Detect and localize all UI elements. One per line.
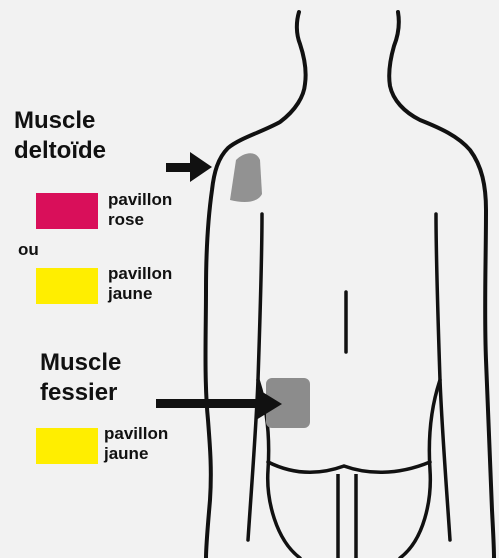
yellow-hub-label-gluteal: pavillon jaune <box>104 424 168 464</box>
yellow-hub-swatch-deltoid <box>36 268 98 304</box>
deltoid-injection-zone <box>230 153 262 202</box>
gluteal-title-line2: fessier <box>40 378 121 408</box>
deltoid-title-line2: deltoïde <box>14 136 106 166</box>
yellow-hub-label-gluteal-line2: jaune <box>104 444 168 464</box>
pink-hub-label-line2: rose <box>108 210 172 230</box>
body-silhouette <box>206 12 306 558</box>
gluteal-title: Muscle fessier <box>40 348 121 408</box>
left-arm-inner-line <box>248 214 262 540</box>
deltoid-title: Muscle deltoïde <box>14 106 106 166</box>
or-separator: ou <box>18 240 39 260</box>
pink-hub-swatch <box>36 193 98 229</box>
gluteal-arrow <box>156 388 282 420</box>
body-silhouette-right <box>389 12 494 558</box>
deltoid-title-line1: Muscle <box>14 106 106 136</box>
yellow-hub-label-deltoid-line1: pavillon <box>108 264 172 284</box>
buttock-line <box>268 462 430 472</box>
deltoid-arrow <box>166 152 212 182</box>
pink-hub-label-line1: pavillon <box>108 190 172 210</box>
right-arm-inner-line <box>436 214 450 540</box>
yellow-hub-swatch-gluteal <box>36 428 98 464</box>
yellow-hub-label-deltoid: pavillon jaune <box>108 264 172 304</box>
gluteal-title-line1: Muscle <box>40 348 121 378</box>
yellow-hub-label-gluteal-line1: pavillon <box>104 424 168 444</box>
pink-hub-label: pavillon rose <box>108 190 172 230</box>
yellow-hub-label-deltoid-line2: jaune <box>108 284 172 304</box>
